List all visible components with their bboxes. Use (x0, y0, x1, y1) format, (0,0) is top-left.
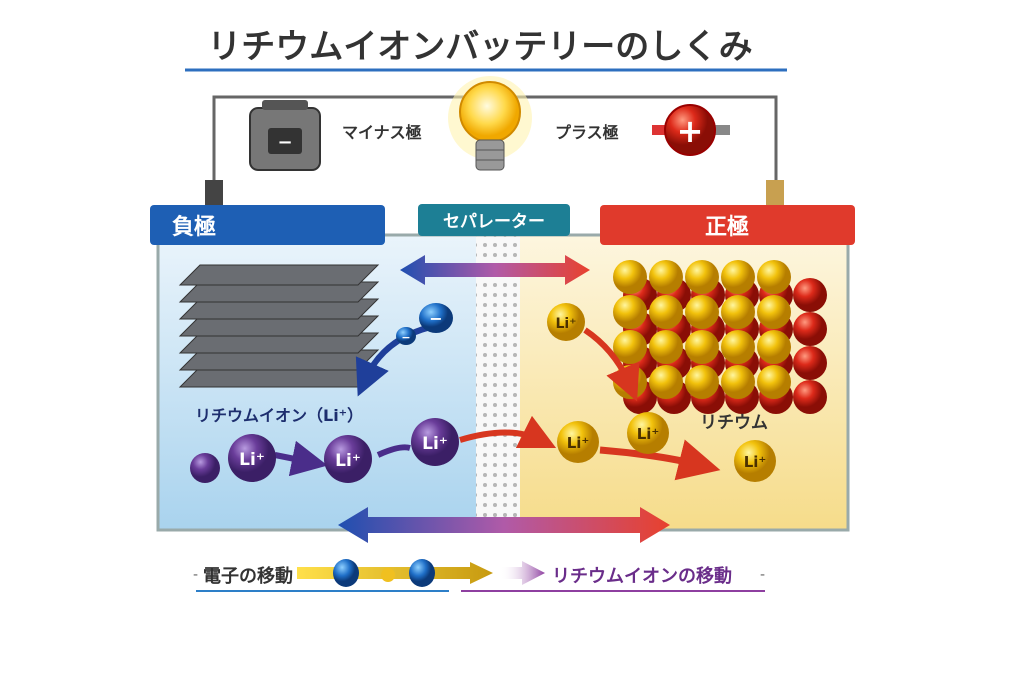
svg-text:−: − (401, 331, 410, 344)
lithium-sphere (649, 330, 683, 364)
svg-text:Li⁺: Li⁺ (239, 450, 265, 470)
svg-text:+: + (677, 112, 704, 150)
lithium-sphere (649, 295, 683, 329)
electron-flow-arrow (297, 562, 493, 584)
svg-text:-: - (760, 567, 765, 583)
lithium-label: リチウム (700, 413, 768, 433)
li-ion: Li⁺ (627, 412, 669, 454)
lithium-sphere (613, 260, 647, 294)
ion-insert-arrow (583, 327, 640, 402)
separator-title: セパレーター (443, 212, 545, 232)
ion-arrow (599, 439, 721, 481)
oxide-sphere (793, 312, 827, 346)
svg-text:Li⁺: Li⁺ (555, 316, 576, 332)
positive-electrode-title: 正極 (705, 214, 749, 240)
li-ion: Li⁺ (324, 435, 372, 483)
graphite-sheet (178, 264, 380, 286)
lithium-sphere (685, 330, 719, 364)
negative-electrode-title: 負極 (172, 214, 216, 240)
cathode-sphere-lattice (613, 260, 827, 414)
oxide-sphere (793, 380, 827, 414)
ion-flow-arrow (500, 561, 545, 585)
graphite-layers (178, 264, 380, 388)
lithium-sphere (685, 295, 719, 329)
lithium-sphere (685, 260, 719, 294)
electron: − (396, 327, 416, 345)
negative-terminal-label: マイナス極 (342, 123, 422, 142)
lithium-sphere (721, 365, 755, 399)
light-bulb-icon (448, 76, 532, 171)
lithium-sphere (721, 260, 755, 294)
separator-header (418, 204, 570, 236)
double-arrow-top (400, 255, 590, 285)
svg-text:-: - (193, 567, 198, 583)
lithium-sphere (721, 295, 755, 329)
li-ion: Li⁺ (734, 440, 776, 482)
positive-terminal (766, 180, 784, 208)
svg-text:Li⁺: Li⁺ (567, 434, 590, 452)
lithium-sphere (757, 330, 791, 364)
positive-electrode-header (600, 205, 855, 245)
li-ion: Li⁺ (411, 418, 459, 466)
svg-text:Li⁺: Li⁺ (744, 453, 767, 471)
li-ion: Li⁺ (228, 434, 276, 482)
lithium-sphere (721, 330, 755, 364)
lithium-ion-sphere (190, 453, 220, 483)
svg-text:−: − (277, 132, 292, 153)
negative-electrode-header (150, 205, 385, 245)
positive-terminal-label: プラス極 (555, 123, 619, 142)
lithium-sphere (685, 365, 719, 399)
lithium-sphere (757, 260, 791, 294)
electron-icon (409, 559, 435, 587)
oxide-sphere (793, 278, 827, 312)
lithium-sphere (757, 365, 791, 399)
lithium-sphere (757, 295, 791, 329)
lithium-sphere (613, 330, 647, 364)
page-title: リチウムイオンバッテリーのしくみ (207, 27, 752, 67)
electron-icon (333, 559, 359, 587)
svg-text:Li⁺: Li⁺ (335, 451, 361, 471)
electron: − (419, 303, 453, 333)
double-arrow-bottom (338, 507, 670, 543)
battery-icon: − (249, 100, 321, 171)
negative-terminal (205, 180, 223, 208)
plus-icon: + (652, 104, 730, 156)
lithium-sphere (613, 295, 647, 329)
lithium-sphere (649, 260, 683, 294)
oxide-sphere (793, 346, 827, 380)
svg-text:−: − (429, 309, 442, 328)
li-ion: Li⁺ (547, 303, 585, 341)
ion-arrow (459, 415, 557, 449)
legend: - 電子の移動 リチウムイオンの移動 - (193, 559, 765, 592)
svg-text:Li⁺: Li⁺ (637, 425, 660, 443)
legend-ion-label: リチウムイオンの移動 (552, 565, 732, 587)
legend-electron-label: 電子の移動 (203, 565, 293, 587)
svg-text:Li⁺: Li⁺ (422, 434, 448, 454)
lithium-ion-label: リチウムイオン（Li⁺） (195, 406, 363, 425)
lithium-sphere (649, 365, 683, 399)
li-ion: Li⁺ (557, 421, 599, 463)
